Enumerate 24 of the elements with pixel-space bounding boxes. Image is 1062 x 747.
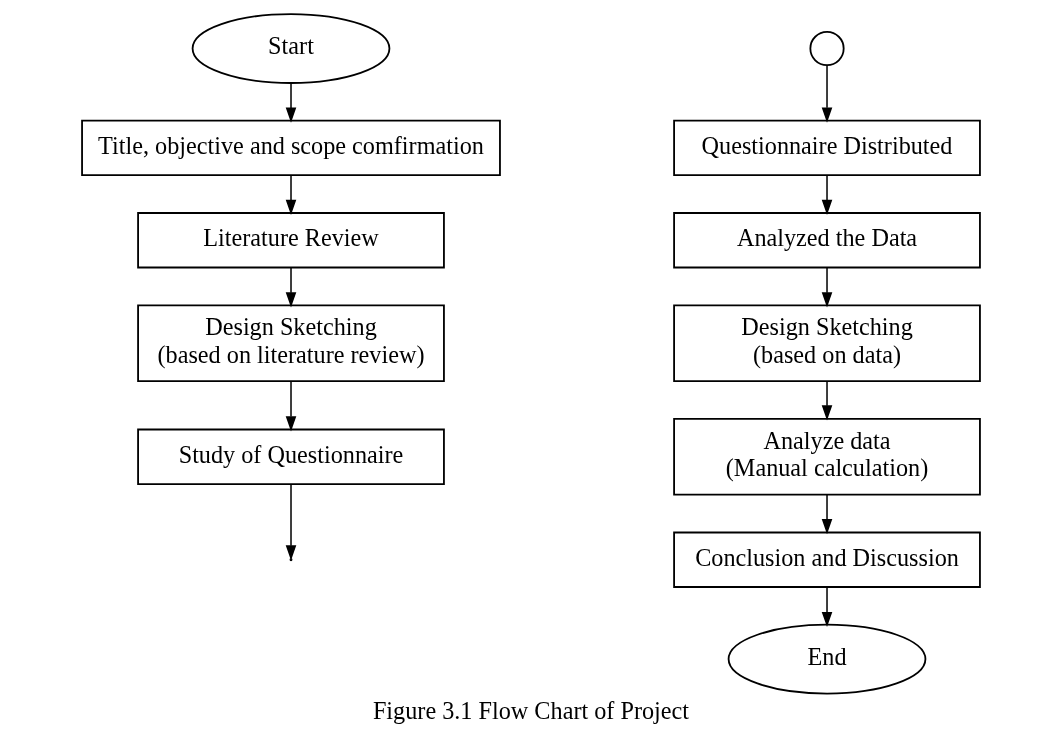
arrow — [285, 82, 297, 123]
node-box: Study of Questionnaire — [137, 428, 445, 485]
arrow — [821, 174, 833, 215]
node-box: Literature Review — [137, 212, 445, 269]
arrow — [285, 267, 297, 308]
arrow — [821, 64, 833, 123]
arrow — [821, 380, 833, 421]
arrow — [285, 174, 297, 215]
node-ellipse: Start — [191, 13, 391, 84]
arrow — [821, 586, 833, 628]
node-box: Title, objective and scope comfirmation — [81, 119, 501, 177]
node-box: Design Sketching (based on data) — [673, 304, 981, 382]
node-box: Analyzed the Data — [673, 212, 981, 269]
node-box: Questionnaire Distributed — [673, 119, 981, 177]
node-box: Design Sketching (based on literature review) — [137, 304, 445, 382]
node-box: Analyze data (Manual calculation) — [673, 418, 981, 496]
node-ellipse: End — [727, 623, 927, 695]
arrow — [285, 380, 297, 432]
arrow — [285, 483, 297, 561]
arrow — [821, 267, 833, 308]
node-box: Conclusion and Discussion — [673, 531, 981, 588]
arrow — [821, 494, 833, 535]
node-circle — [809, 30, 845, 67]
caption: Figure 3.1 Flow Chart of Project — [372, 696, 690, 724]
